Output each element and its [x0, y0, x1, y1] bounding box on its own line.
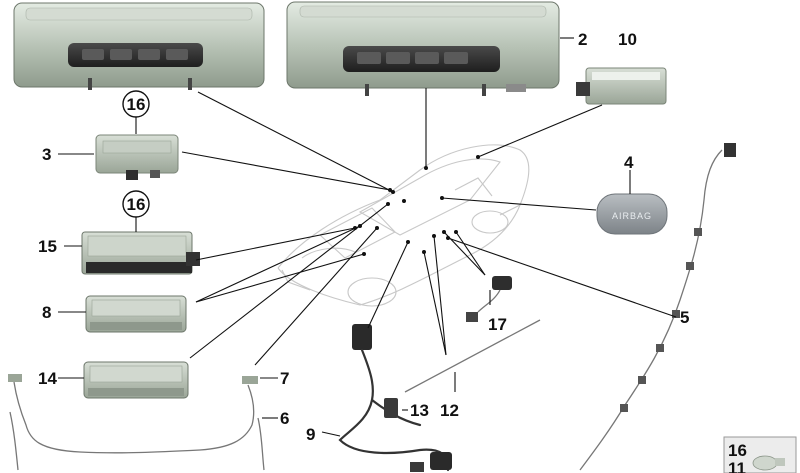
callout-4: 4 [624, 153, 634, 172]
callout-circle-16-a [122, 90, 150, 118]
thumbnail-callout-16: 16 [728, 441, 747, 460]
callout-10: 10 [618, 30, 637, 49]
callout-13: 13 [410, 401, 429, 420]
vehicle-outline [277, 144, 530, 307]
interior-lamp-3 [95, 134, 179, 180]
callout-16-top: 16 [127, 95, 146, 114]
callout-circle-16-b [122, 190, 150, 218]
interior-lamp-8 [85, 295, 187, 333]
callout-9: 9 [306, 425, 315, 444]
callout-17: 17 [488, 315, 507, 334]
overhead-console-left [13, 2, 265, 90]
callout-5: 5 [680, 308, 689, 327]
overhead-console-2 [286, 1, 560, 96]
thumbnail-callout-11: 11 [728, 459, 746, 473]
airbag-badge-text: AIRBAG [612, 211, 652, 221]
interior-lamp-15 [81, 231, 200, 275]
callout-8: 8 [42, 303, 51, 322]
wiring-harness-9 [338, 324, 452, 472]
callout-12: 12 [440, 401, 459, 420]
thumbnail-panel [723, 436, 797, 473]
callout-3: 3 [42, 145, 51, 164]
leader-dots [353, 155, 480, 256]
callout-6: 6 [280, 409, 289, 428]
bracket-13 [384, 319, 541, 418]
callout-14: 14 [38, 369, 57, 388]
interior-lamp-14 [83, 361, 189, 399]
callout-7: 7 [280, 369, 289, 388]
callout-15: 15 [38, 237, 57, 256]
light-guide-cable-5 [579, 143, 736, 471]
interior-lamp-10 [576, 67, 667, 105]
airbag-cover-4: AIRBAG [596, 193, 668, 235]
callout-2: 2 [578, 30, 587, 49]
callout-16-middle: 16 [127, 195, 146, 214]
side-wiring-left [8, 374, 265, 471]
